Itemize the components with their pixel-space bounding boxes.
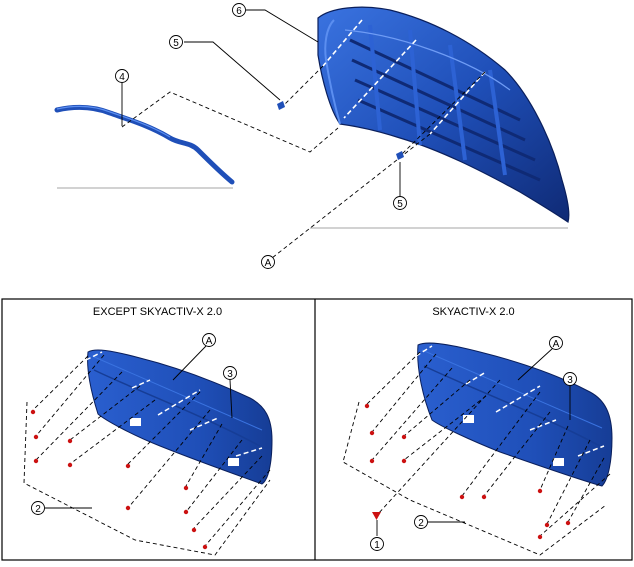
callout-6: 6 <box>232 3 246 17</box>
top-leader-lines <box>121 65 486 259</box>
right-panel-title: SKYACTIV-X 2.0 <box>432 306 515 318</box>
callout-a-top: A <box>261 255 275 269</box>
callout-4-label: 4 <box>119 72 125 83</box>
left-callout-2-label: 2 <box>35 504 41 515</box>
left-callout-leaders <box>45 345 233 509</box>
right-callout-3-label: 3 <box>567 375 573 386</box>
right-callout-2: 2 <box>414 515 428 529</box>
callout-5-top-label: 5 <box>173 38 179 49</box>
hood-seal-part-4 <box>54 104 235 185</box>
left-callout-3-label: 3 <box>227 369 233 380</box>
clip-5-left <box>277 101 285 110</box>
callout-6-label: 6 <box>236 6 242 17</box>
callout-a-top-label: A <box>265 258 272 269</box>
clip-5-right <box>396 151 404 160</box>
callout-5-top: 5 <box>169 35 183 49</box>
detail-panels-frame <box>1 298 633 561</box>
hood-part-6 <box>317 6 570 223</box>
right-callout-3: 3 <box>563 372 577 386</box>
right-callout-a-label: A <box>553 339 560 350</box>
callout-5-bottom: 5 <box>393 196 407 210</box>
left-panel-insulator <box>23 349 273 556</box>
callout-5-bottom-label: 5 <box>397 199 403 210</box>
left-callout-3: 3 <box>223 366 237 380</box>
callout-leaders-top <box>121 9 401 196</box>
left-callout-a: A <box>202 333 216 347</box>
callout-4: 4 <box>115 69 129 83</box>
right-callout-2-label: 2 <box>418 518 424 529</box>
hood-dashed-overlay <box>322 19 486 135</box>
right-callout-leaders <box>376 347 571 536</box>
right-callout-1: 1 <box>370 537 384 551</box>
right-callout-a: A <box>549 336 563 350</box>
right-panel-insulator <box>342 342 613 556</box>
left-callout-a-label: A <box>206 336 213 347</box>
hood-seal-highlight <box>56 105 171 138</box>
left-callout-2: 2 <box>31 501 45 515</box>
right-callout-1-label: 1 <box>374 540 380 551</box>
left-panel-title: EXCEPT SKYACTIV-X 2.0 <box>92 306 223 318</box>
